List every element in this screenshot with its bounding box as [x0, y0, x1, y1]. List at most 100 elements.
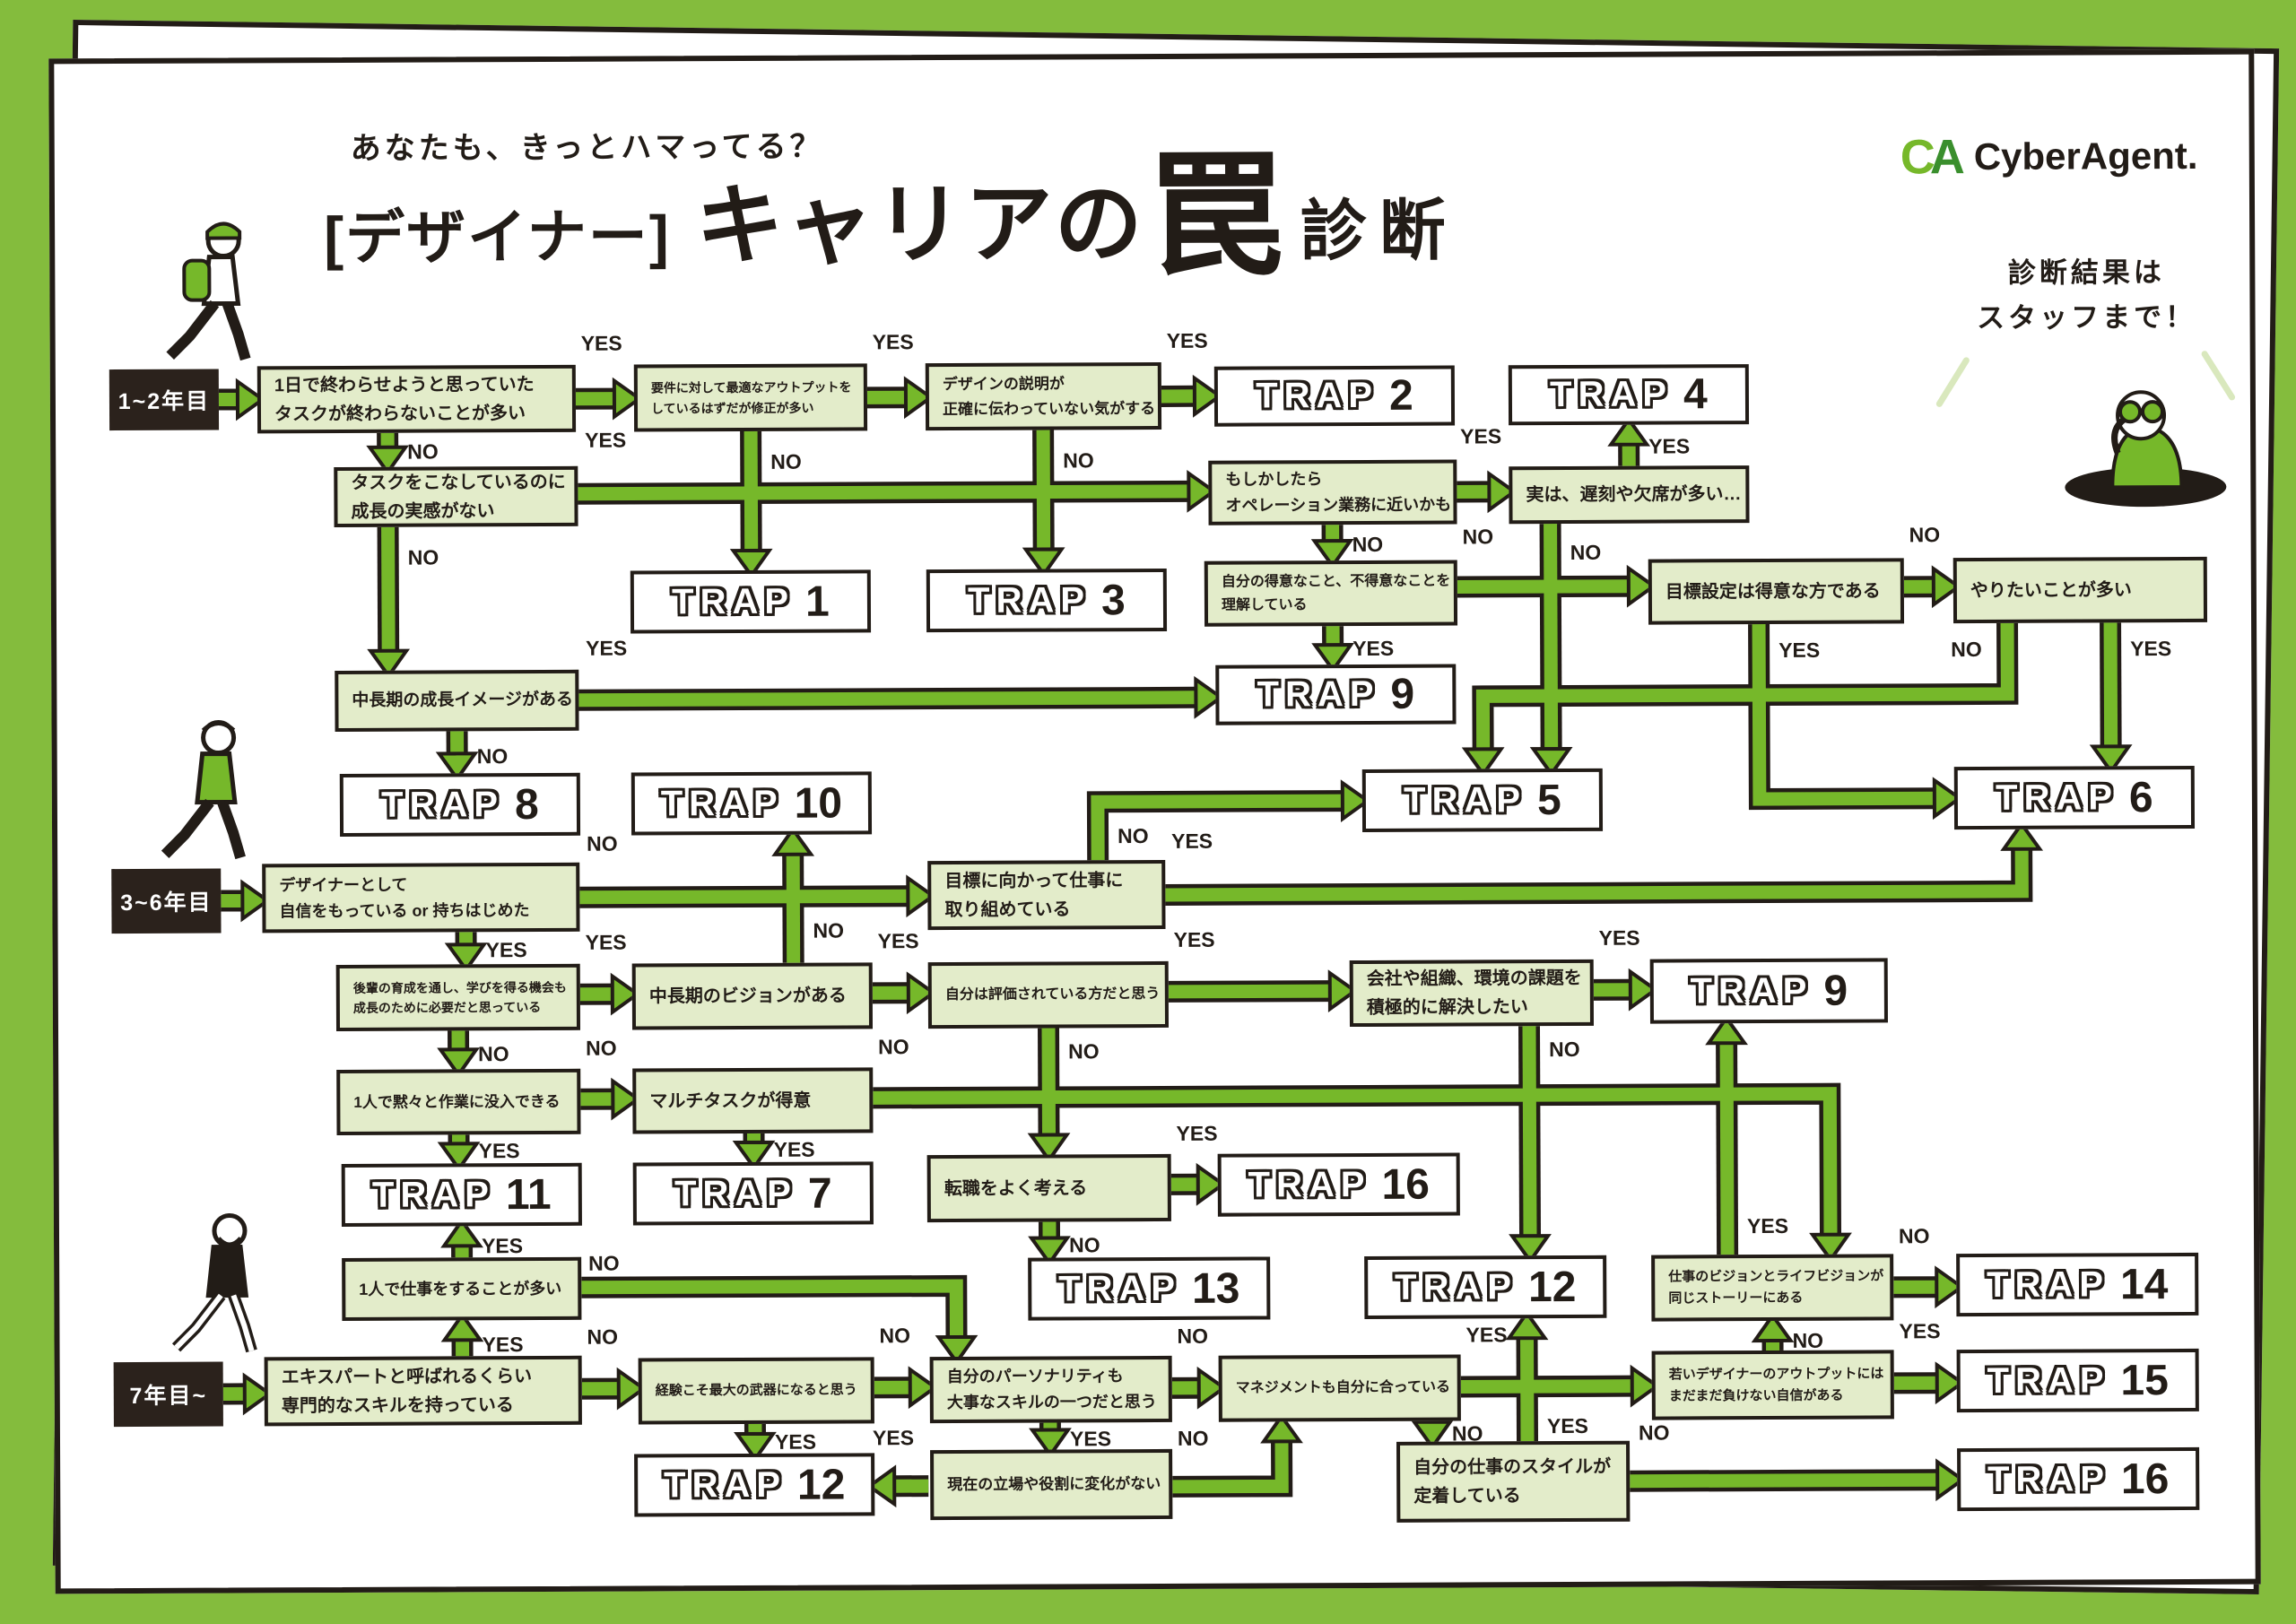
question-box-q9: やりたいことが多い	[1952, 556, 2208, 624]
question-text: 理解している	[1221, 596, 1308, 613]
question-box-q5: もしかしたらオペレーション業務に近いかも	[1208, 459, 1457, 525]
question-text: 実は、遅刻や欠席が多い…	[1526, 484, 1742, 506]
question-text: タスクをこなしているのに	[351, 472, 566, 493]
trap-word: TRAP	[1996, 777, 2119, 818]
question-text: 中長期のビジョンがある	[648, 986, 847, 1007]
question-box-q10: 中長期の成長イメージがある	[335, 669, 579, 732]
question-text: オペレーション業務に近いかも	[1225, 495, 1452, 515]
question-box-q16: 会社や組織、環境の課題を積極的に解決したい	[1349, 959, 1594, 1028]
branch-label: NO	[1178, 1427, 1209, 1450]
trap-number: 4	[1683, 370, 1708, 419]
trap-word: TRAP	[371, 1174, 495, 1215]
walker-mid-illustration	[161, 720, 246, 860]
question-box-q7: 自分の得意なこと、不得意なことを理解している	[1204, 560, 1458, 627]
branch-label: YES	[482, 1333, 523, 1356]
branch-label: NO	[408, 545, 439, 569]
walker-senior-illustration	[171, 1213, 257, 1353]
branch-label: YES	[1779, 638, 1820, 662]
branch-label: YES	[1648, 434, 1690, 457]
trap-number: 16	[2120, 1455, 2170, 1503]
trap-word: TRAP	[968, 579, 1091, 621]
question-box-q3: デザインの説明が正確に伝わっていない気がする	[925, 361, 1162, 431]
branch-label: YES	[1747, 1214, 1788, 1238]
question-box-q12: 目標に向かって仕事に取り組めている	[927, 859, 1166, 931]
trap-number: 6	[2128, 773, 2153, 821]
branch-label: NO	[1463, 525, 1494, 548]
branch-label: NO	[813, 919, 844, 942]
branch-label: NO	[879, 1324, 910, 1347]
branch-label: YES	[1171, 829, 1213, 853]
question-box-q28: 自分の仕事のスタイルが定着している	[1396, 1440, 1631, 1523]
trap-word: TRAP	[663, 1464, 787, 1505]
branch-label: YES	[586, 931, 627, 954]
branch-label: YES	[873, 1426, 914, 1449]
trap-word: TRAP	[1550, 374, 1674, 415]
trap-number: 13	[1191, 1264, 1240, 1313]
question-box-q2: 要件に対して最適なアウトプットをしているはずだが修正が多い	[633, 363, 868, 432]
question-text: マネジメントも自分に合っている	[1235, 1379, 1450, 1396]
question-box-q20: 1人で仕事をすることが多い	[342, 1256, 582, 1321]
branch-label: NO	[588, 1252, 620, 1275]
branch-label: NO	[1639, 1421, 1670, 1445]
branch-label: NO	[1352, 533, 1384, 556]
question-box-q17: 1人で黙々と作業に没入できる	[336, 1068, 581, 1135]
question-text: 中長期の成長イメージがある	[352, 690, 574, 710]
branch-label: NO	[478, 1042, 509, 1065]
question-text: まだまだ負けない自信がある	[1668, 1387, 1844, 1404]
trap-word: TRAP	[672, 581, 796, 621]
branch-label: YES	[1070, 1427, 1111, 1450]
question-text: 1人で仕事をすることが多い	[359, 1279, 562, 1298]
branch-label: NO	[1951, 638, 1982, 661]
trap-number: 12	[1527, 1263, 1577, 1311]
trap-number: 15	[2120, 1356, 2169, 1404]
branch-label: YES	[1174, 928, 1215, 951]
trap-number: 12	[796, 1461, 846, 1509]
branch-label: YES	[1176, 1122, 1217, 1145]
branch-label: NO	[1909, 523, 1941, 546]
question-box-q15: 自分は評価されている方だと思う	[927, 960, 1170, 1029]
branch-label: YES	[1460, 424, 1501, 447]
trap-word: TRAP	[381, 784, 505, 825]
question-text: マルチタスクが得意	[649, 1090, 812, 1111]
flow-arrows: YES YES YES NO NO NO YES NO YES NO YES NO NO YES NO YES…	[218, 329, 2171, 1508]
question-box-q25: マネジメントも自分に合っている	[1218, 1354, 1461, 1422]
branch-label: NO	[1068, 1039, 1100, 1063]
branch-label: NO	[1899, 1224, 1930, 1247]
question-text: 自分は評価されている方だと思う	[944, 986, 1161, 1003]
question-box-q4: タスクをこなしているのに成長の実感がない	[334, 465, 578, 527]
question-text: デザイナーとして	[279, 875, 408, 894]
question-text: 自分のパーソナリティも	[946, 1367, 1124, 1386]
binoculars-person-illustration	[2065, 390, 2227, 508]
branch-label: YES	[774, 1138, 815, 1161]
question-text: 専門的なスキルを持っている	[281, 1394, 514, 1416]
trap-word: TRAP	[1987, 1458, 2111, 1499]
trap-word: TRAP	[1987, 1264, 2110, 1305]
branch-label: YES	[585, 429, 626, 452]
branch-label: YES	[1465, 1323, 1507, 1346]
question-text: 大事なスキルの一つだと思う	[946, 1392, 1157, 1412]
branch-label: YES	[1167, 329, 1208, 352]
question-text: 取り組めている	[944, 899, 1071, 920]
badge-years-7plus: 7年目~	[113, 1361, 223, 1428]
branch-label: YES	[482, 1234, 523, 1257]
question-text: 会社や組織、環境の課題を	[1366, 968, 1582, 989]
branch-label: NO	[1177, 1324, 1208, 1348]
poster-sheet: あなたも、きっとハマってる？ [デザイナー] キャリアの 罠 診断 C A Cy…	[48, 48, 2261, 1594]
question-text: しているはずだが修正が多い	[650, 400, 814, 415]
branch-label: NO	[587, 832, 618, 855]
branch-label: NO	[770, 450, 802, 473]
question-box-q1: 1日で終わらせようと思っていたタスクが終わらないことが多い	[257, 364, 577, 434]
branch-label: NO	[878, 1035, 909, 1058]
